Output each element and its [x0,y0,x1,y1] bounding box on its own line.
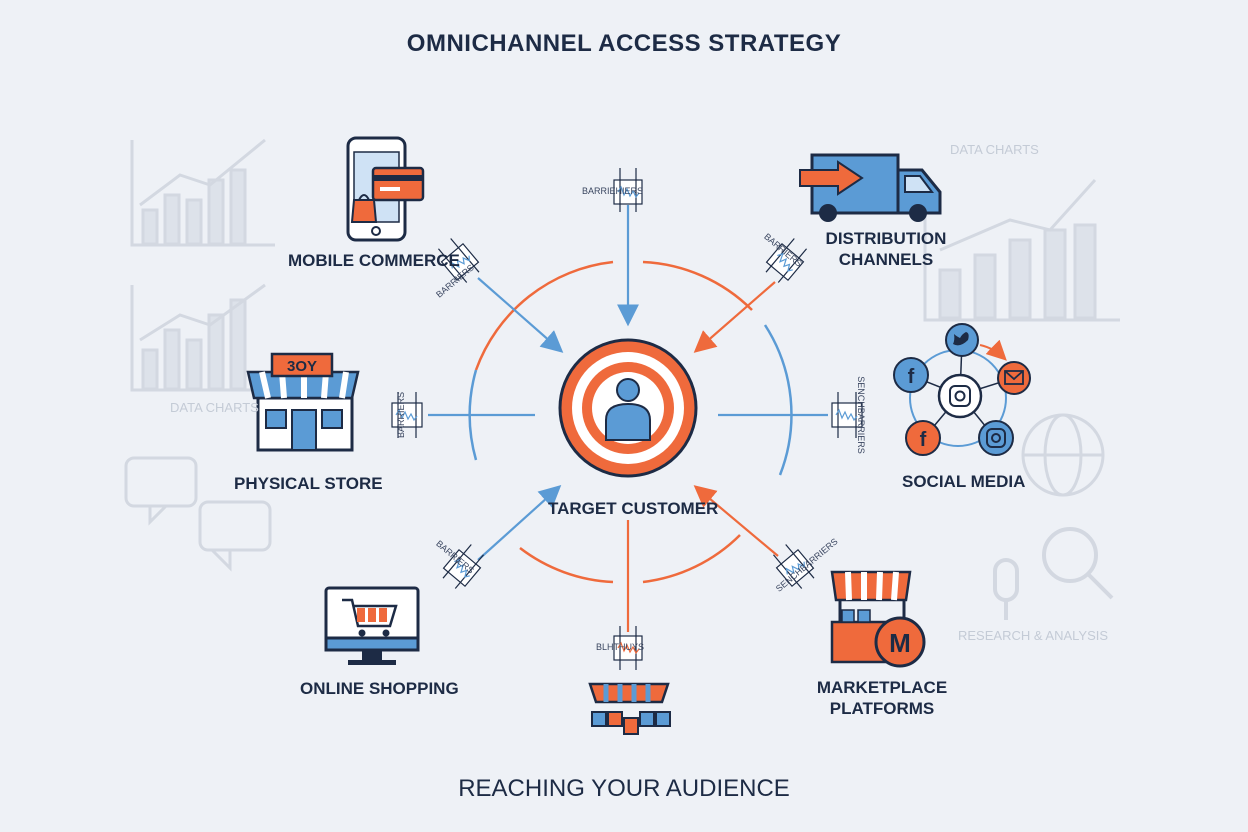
background-label-data-charts-right: DATA CHARTS [950,142,1039,157]
ring-arc-top-right [642,260,753,311]
background-chart-mid-left [130,283,275,392]
store-sign: 3OY [287,358,317,375]
label-marketplace-platforms: MARKETPLACE PLATFORMS [812,677,952,719]
background-chat-icon [124,456,272,572]
svg-text:f: f [920,429,927,451]
facebook-icon-2 [905,420,941,456]
background-label-data-charts-left: DATA CHARTS [170,400,259,415]
background-globe-icon [1021,413,1105,497]
label-marketplace-line1: MARKETPLACE [816,678,948,697]
channel-ring [468,260,793,584]
market-stalls-icon [588,682,671,735]
person-icon-body [605,402,651,441]
social-network-icon: f f [893,323,1031,456]
barrier-top [613,168,643,212]
barrier-label-left: BARRIERS [396,391,407,439]
ring-arc-top-left [474,260,614,371]
diagram-subtitle: REACHING YOUR AUDIENCE [458,775,790,802]
label-distribution-line1: DISTRIBUTION [825,229,947,248]
storefront-icon: 3OY [246,352,360,452]
delivery-truck-icon [799,153,942,222]
ring-arc-bottom-left [519,547,614,584]
shopping-cart-icon [342,598,398,628]
svg-text:f: f [908,366,915,388]
marketplace-stall-icon: M [830,570,926,668]
background-label-research: RESEARCH & ANALYSIS [958,628,1109,643]
barrier-label-top: BARRIEHIERS [582,186,644,196]
arrow-right-icon [799,160,864,196]
ring-arc-bottom-right [642,534,741,584]
instagram-icon [937,373,983,419]
barrier-top-right [765,238,808,283]
label-marketplace-line2: PLATFORMS [829,699,935,718]
label-social-media: SOCIAL MEDIA [902,472,1026,491]
barrier-bottom-right [772,544,815,589]
person-icon-head [616,378,640,402]
barrier-label-right: SENCHBARRIERS [855,376,866,454]
barrier-top-left [437,238,480,283]
mobile-phone-icon [346,136,425,242]
shopping-bag-icon [350,199,378,223]
facebook-icon [893,357,929,393]
background-chart-right [923,178,1120,322]
arrow-bottom-right [693,485,779,557]
label-distribution-channels: DISTRIBUTION CHANNELS [818,228,954,270]
label-physical-store: PHYSICAL STORE [234,474,383,493]
monitor-cart-icon [324,586,420,665]
background-research-icon [993,527,1114,620]
label-mobile-commerce: MOBILE COMMERCE [288,251,460,270]
arrow-top-left [477,277,564,353]
barrier-bottom [613,626,643,670]
barrier-right [831,392,863,438]
instagram-icon-2 [978,420,1014,456]
label-online-shopping: ONLINE SHOPPING [300,679,459,698]
target-customer-icon [558,338,698,478]
arrow-top-right [693,281,776,353]
barrier-left [391,392,423,438]
arrows [428,205,828,632]
diagram-title: OMNICHANNEL ACCESS STRATEGY [406,30,842,57]
ring-arc-right [763,324,793,476]
arrow-bottom-left [477,485,562,561]
credit-card-icon [371,166,425,202]
barrier-label-bottom: BLHTHUYS [596,642,645,652]
barrier-bottom-left [442,544,485,589]
label-distribution-line2: CHANNELS [838,250,934,269]
background-chart-top-left [130,138,275,247]
label-target-customer: TARGET CUSTOMER [548,499,719,518]
marketplace-badge [874,616,926,668]
marketplace-badge-letter: M [889,628,911,658]
